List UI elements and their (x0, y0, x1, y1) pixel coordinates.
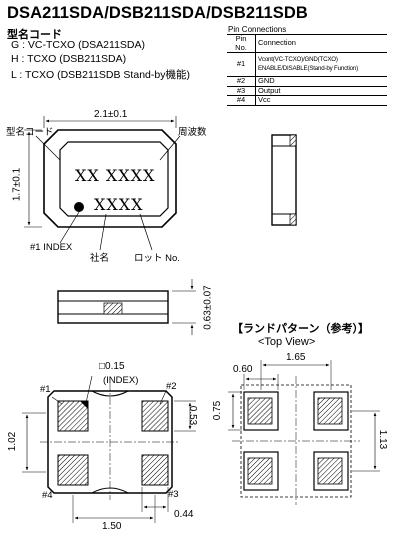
pin-number: #1 (227, 52, 256, 77)
marking-line-2: XXXX (94, 195, 144, 214)
pin-connection-line: ENABLE/DISABLE(Stand-by Function) (258, 64, 359, 72)
col-pin-header: Pin No. (227, 34, 256, 53)
dim-pad-w-text: 0.44 (174, 509, 194, 520)
label-pin-3: #3 (168, 489, 179, 500)
land-pad (247, 457, 273, 485)
label-frequency: 周波数 (178, 127, 207, 138)
pad-1-border (57, 400, 89, 432)
label-index: #1 INDEX (30, 242, 73, 253)
pad-4 (57, 454, 89, 486)
package-top-view (24, 116, 181, 251)
land-pattern-view (228, 360, 380, 505)
leader-frequency (159, 135, 181, 161)
leader-pin2 (159, 390, 167, 405)
side-terminal (289, 213, 297, 226)
land-pad (247, 397, 273, 425)
land-dim-pad-w-text: 0.60 (233, 364, 253, 375)
label-lot: ロット No. (134, 253, 180, 264)
index-dot (74, 202, 84, 212)
leader-index (59, 211, 80, 244)
dim-total-h-text: 1.02 (7, 431, 19, 452)
pin-connection: Vcont(VC-TCXO)/GND(TCXO) ENABLE/DISABLE(… (255, 52, 387, 77)
castellation (91, 390, 129, 397)
col-connection-header: Connection (255, 34, 387, 53)
variant-g: G : VC-TCXO (DSA211SDA) (11, 39, 145, 51)
table-row: #4 Vcc (227, 95, 387, 106)
dim-thickness-text: 0.63±0.07 (202, 285, 214, 330)
table-row: #1 Vcont(VC-TCXO)/GND(TCXO) ENABLE/DISAB… (227, 52, 387, 77)
label-maker: 社名 (90, 253, 110, 264)
table-row: #3 Output (227, 86, 387, 96)
top-view-label: <Top View> (258, 336, 316, 348)
table-row: #2 GND (227, 76, 387, 87)
table-header-row: Pin No. Connection (227, 34, 387, 53)
index-dim-text: □0.15 (99, 361, 125, 372)
land-dim-total-h-text: 1.13 (377, 429, 389, 450)
label-pin-2: #2 (166, 381, 177, 392)
package-front-view (57, 279, 196, 335)
package-bottom-view (22, 375, 196, 523)
land-pad (317, 397, 343, 425)
pin-connection-line: Vcont(VC-TCXO)/GND(TCXO) (258, 56, 338, 63)
pin-connections-title: Pin Connections (228, 25, 287, 34)
land-pattern-title: 【ランドパターン（参考）】 (232, 323, 369, 335)
pin-number: #3 (227, 86, 256, 96)
leader-model-code (35, 135, 61, 161)
side-terminal (289, 134, 297, 147)
index-label: (INDEX) (103, 375, 139, 386)
front-terminal (103, 302, 123, 315)
package-side-view (271, 134, 297, 226)
pin-number: #2 (227, 76, 256, 87)
variant-l: L : TCXO (DSB211SDB Stand-by機能) (11, 69, 190, 81)
dim-pad-h-text: 0.53 (187, 405, 199, 426)
leader-lot (139, 213, 153, 251)
variant-h: H : TCXO (DSB211SDA) (11, 53, 127, 65)
label-pin-4: #4 (42, 490, 53, 501)
dim-width-text: 2.1±0.1 (94, 109, 128, 120)
dim-height-text: 1.7±0.1 (11, 167, 23, 202)
dim-pitch-text: 1.50 (102, 521, 122, 532)
pad-2 (141, 400, 169, 432)
pad-1 (57, 400, 89, 432)
land-pad (317, 457, 343, 485)
pin-connection: GND (255, 76, 387, 87)
land-dim-pad-h-text: 0.75 (212, 400, 224, 421)
leader-pin1 (51, 396, 63, 405)
pin-connection: Output (255, 86, 387, 96)
label-model-code: 型名コード (6, 127, 54, 138)
leader-index (85, 375, 93, 404)
pad-3 (141, 454, 169, 486)
package-lid (59, 141, 169, 217)
pin-number: #4 (227, 95, 256, 106)
side-body (271, 134, 297, 226)
model-code-heading: 型名コード (7, 29, 62, 41)
pin-connections-table: Pin No. Connection #1 Vcont(VC-TCXO)/GND… (227, 34, 387, 106)
pin-connection: Vcc (255, 95, 387, 106)
marking-line-1: XX XXXX (75, 166, 156, 185)
leader-maker (99, 213, 107, 251)
label-pin-1: #1 (40, 384, 51, 395)
page-title: DSA211SDA/DSB211SDA/DSB211SDB (7, 4, 308, 22)
land-dim-pitch-text: 1.65 (286, 352, 306, 363)
